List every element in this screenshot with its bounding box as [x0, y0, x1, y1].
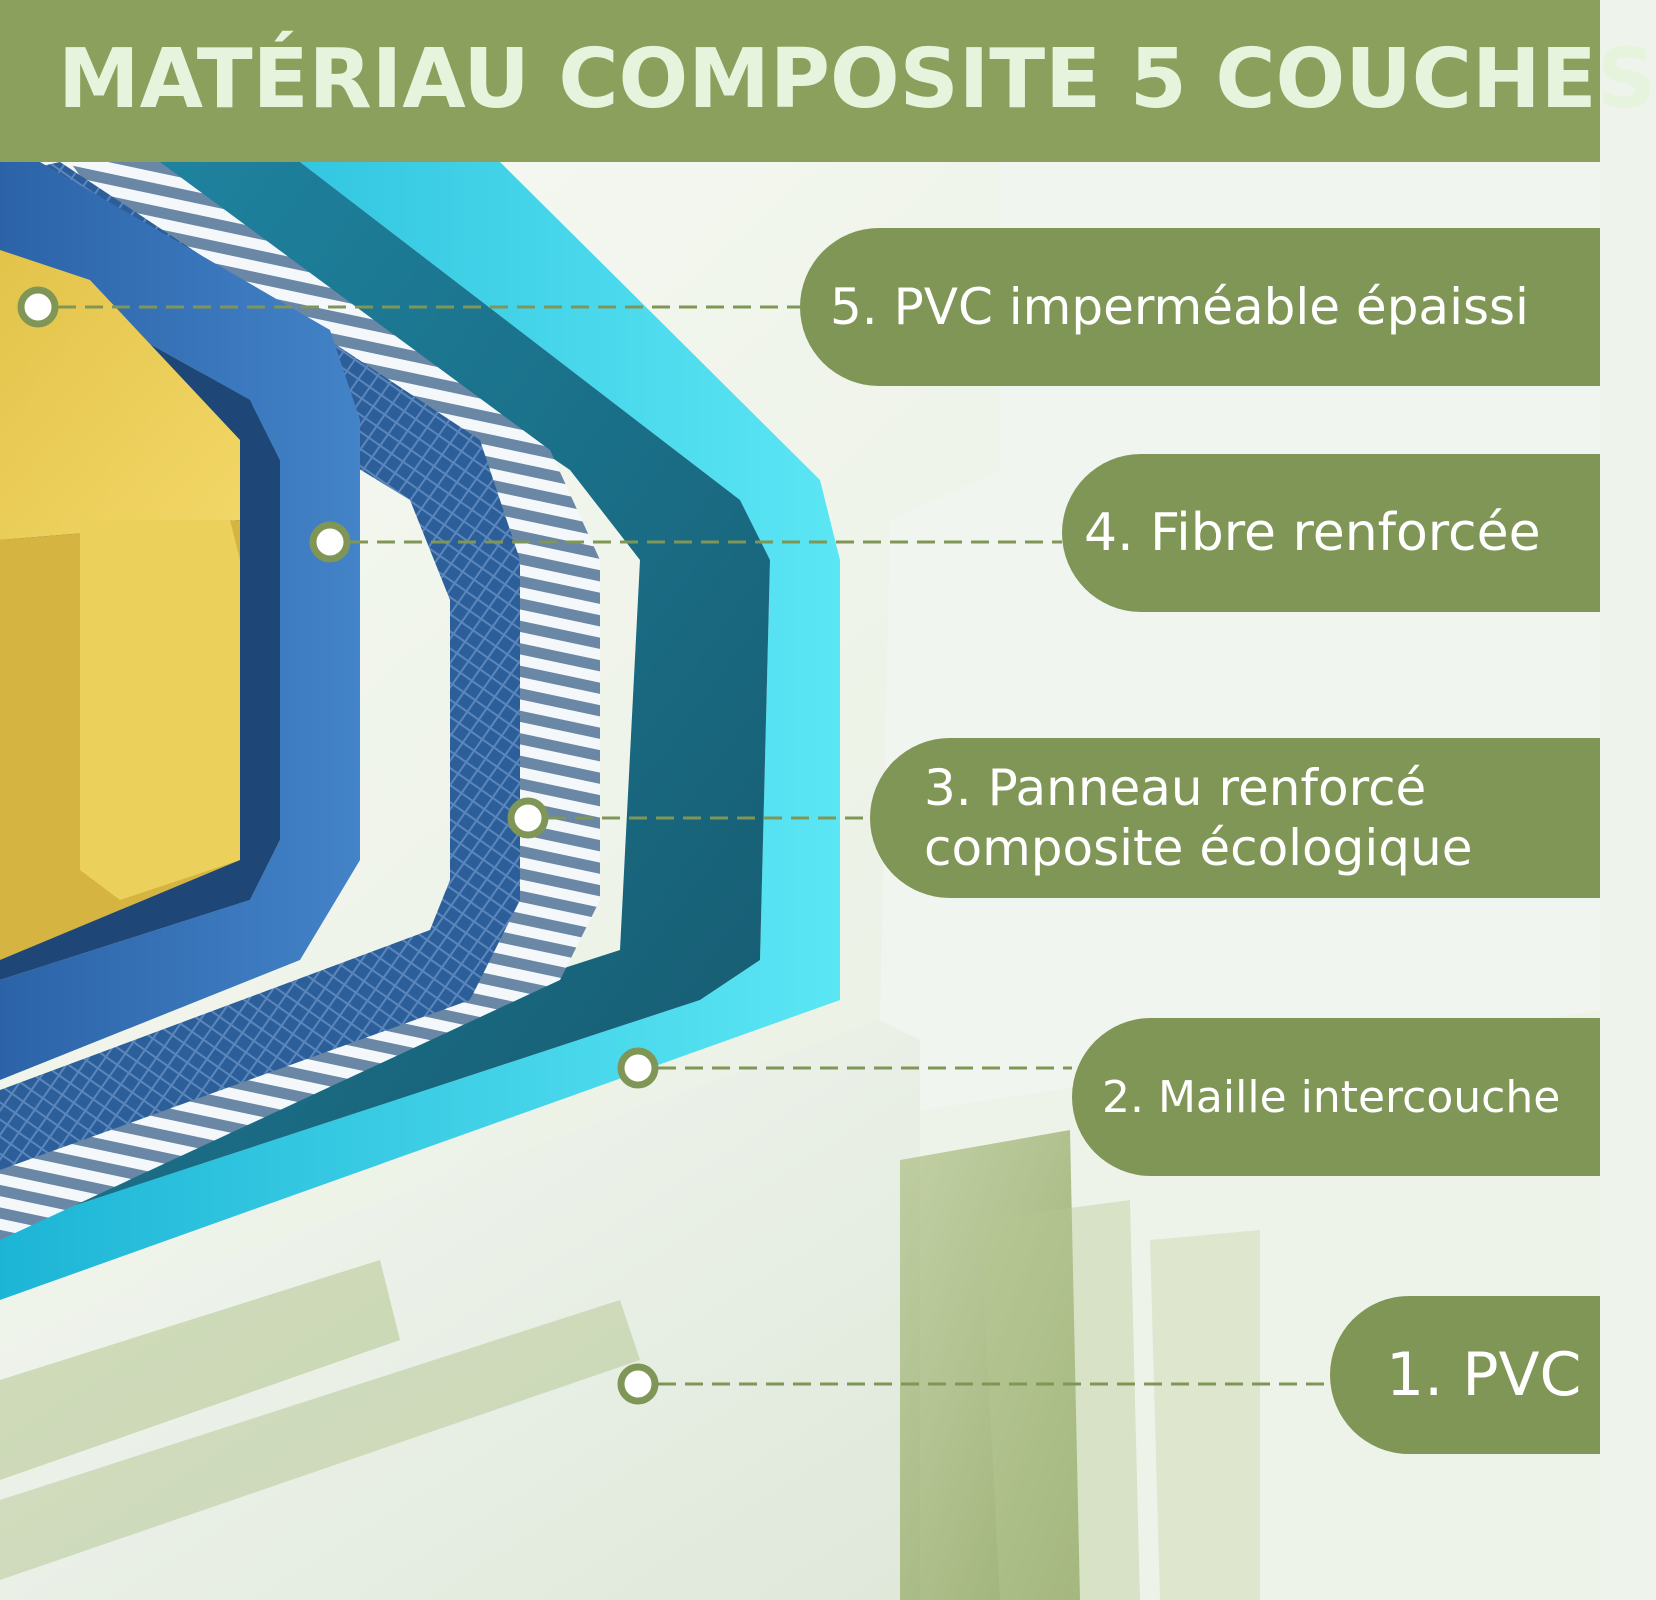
layer-label-2: 2. Maille intercouche [1072, 1018, 1600, 1176]
layer-marker-icon [617, 1363, 659, 1405]
layer-label-5-text: 5. PVC imperméable épaissi [830, 278, 1529, 336]
layer-label-5: 5. PVC imperméable épaissi [800, 228, 1600, 386]
page-title: MATÉRIAU COMPOSITE 5 COUCHES [58, 32, 1656, 127]
layer-label-1: 1. PVC [1330, 1296, 1600, 1454]
layer-marker-icon [617, 1047, 659, 1089]
layer-label-2-text: 2. Maille intercouche [1102, 1071, 1561, 1123]
layer-label-1-text: 1. PVC [1386, 1340, 1582, 1410]
layer-label-3-text-line-1: 3. Panneau renforcé [924, 759, 1427, 817]
layer-label-4-text: 4. Fibre renforcée [1084, 503, 1541, 563]
layer-marker-icon [17, 286, 59, 328]
layer-marker-icon [507, 797, 549, 839]
connector-lines [17, 286, 1330, 1405]
layer-label-3-text-line-2: composite écologique [924, 819, 1473, 877]
layer-label-4: 4. Fibre renforcée [1062, 454, 1600, 612]
layer-label-3: 3. Panneau renforcé composite écologique [870, 738, 1600, 898]
title-banner: MATÉRIAU COMPOSITE 5 COUCHES [0, 0, 1656, 162]
layer-marker-icon [309, 521, 351, 563]
